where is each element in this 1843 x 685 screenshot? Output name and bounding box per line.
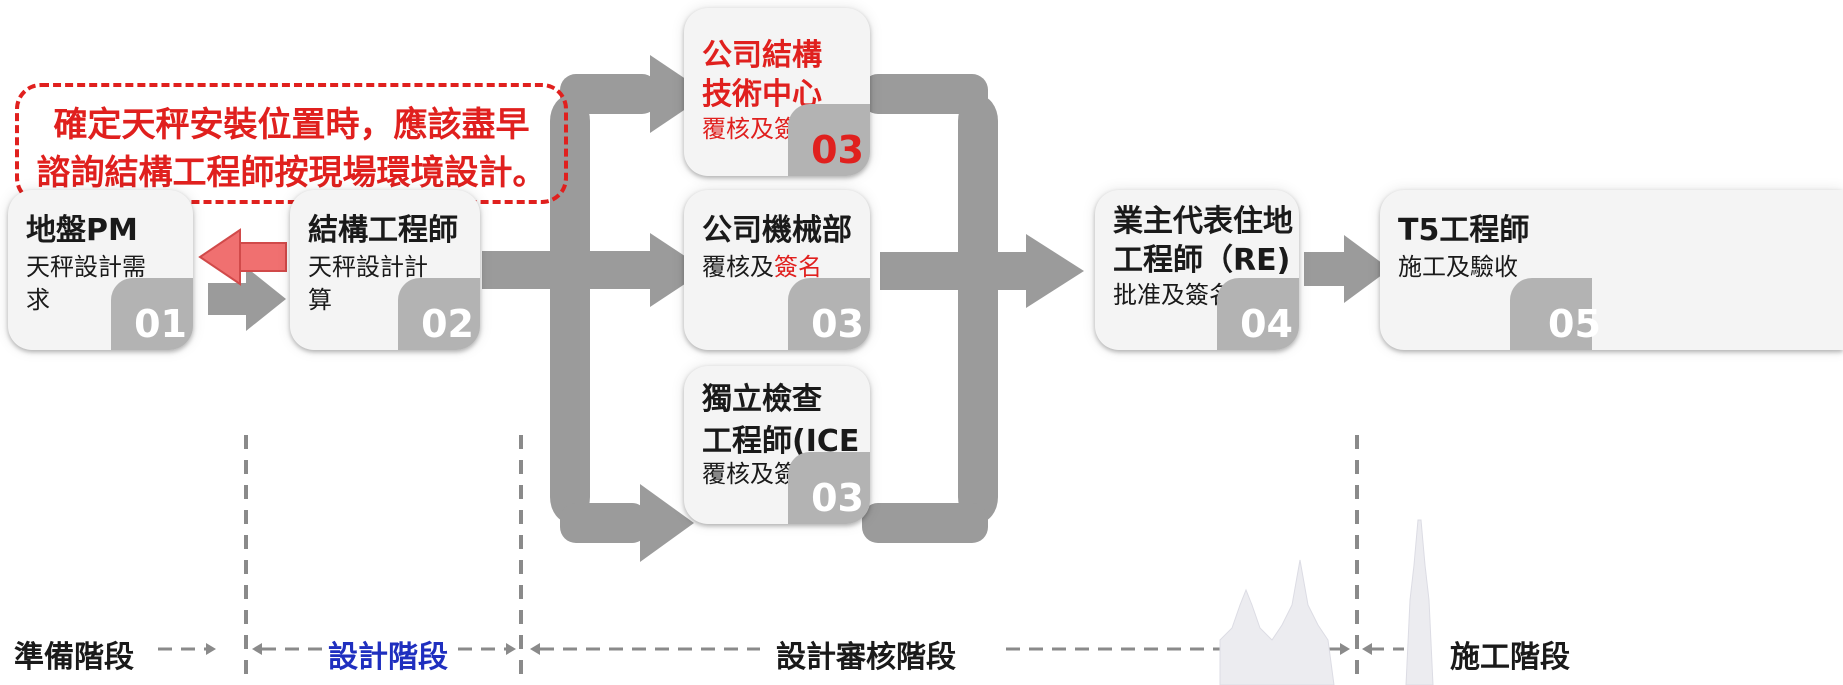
step-number-tab: [398, 278, 480, 350]
step-subtitle-line-1: 天秤設計計: [308, 253, 428, 281]
step-card-site-pm: 地盤PM 天秤設計需 求 01: [8, 190, 193, 350]
arrow-03-to-04-arrowhead: [1026, 234, 1084, 308]
merge-top-shaft: [862, 74, 988, 114]
step-title: 地盤PM: [26, 213, 138, 248]
step-subtitle-part-2: 簽名: [774, 253, 822, 281]
step-subtitle-part-1: 覆核及: [702, 253, 774, 281]
review-left-arrowhead: [530, 643, 540, 655]
advice-note-line-1: 確定天秤安裝位置時，應該盡早: [53, 105, 530, 145]
step-title-line-1: 公司結構: [702, 38, 822, 73]
step-number: 04: [1240, 302, 1293, 346]
design-right-arrowhead: [506, 643, 516, 655]
step-subtitle: 覆核及簽名: [702, 251, 822, 284]
step-number-tab: [1217, 278, 1299, 350]
arrow-02-to-03-shaft: [482, 251, 654, 289]
step-number: 05: [1548, 302, 1601, 346]
tower-illustration: [1405, 519, 1434, 685]
return-arrow-arrowhead: [198, 228, 241, 286]
branch-bottom-shaft: [560, 503, 648, 543]
phase-label-design: 設計階段: [328, 640, 448, 675]
phase-label-construction: 施工階段: [1450, 640, 1570, 675]
branch-top-shaft: [560, 74, 658, 114]
arrow-04-to-05-arrowhead: [1344, 235, 1390, 303]
arrow-01-to-02-arrowhead: [246, 267, 286, 331]
step-number-tab: [788, 452, 870, 524]
step-number: 03: [811, 476, 864, 520]
step-title-line-1: 獨立檢查: [702, 382, 822, 417]
step-card-t5-engineer: T5工程師 施工及驗收 05: [1380, 190, 1843, 350]
arrow-01-to-02-shaft: [208, 283, 250, 315]
step-number: 03: [811, 302, 864, 346]
step-card-technical-center: 公司結構 技術中心 覆核及簽名 03: [684, 8, 870, 176]
step-number-tab: [788, 104, 870, 176]
step-number: 03: [811, 128, 864, 172]
return-arrow-shaft: [237, 242, 287, 272]
step-subtitle-line-1: 天秤設計需: [26, 253, 146, 281]
advice-note: 確定天秤安裝位置時，應該盡早 諮詢結構工程師按現場環境設計。: [15, 83, 568, 204]
phase-label-design-review: 設計審核階段: [776, 640, 956, 675]
branch-top-arrowhead: [650, 55, 708, 133]
prep-arrowhead: [206, 643, 216, 655]
step-card-mechanical-dept: 公司機械部 覆核及簽名 03: [684, 190, 870, 350]
merge-trunk: [958, 95, 998, 523]
step-card-resident-engineer: 業主代表住地 工程師（RE) 批准及簽名 04: [1095, 190, 1299, 350]
skyline-illustration: [1219, 559, 1335, 685]
merge-bottom-shaft: [862, 503, 988, 543]
step-number-tab: [788, 278, 870, 350]
step-card-ice: 獨立檢查 工程師(ICE ) 覆核及簽名 03: [684, 366, 870, 524]
step-title-line-1: 業主代表住地: [1113, 204, 1293, 239]
step-subtitle-line-2: 求: [26, 286, 50, 314]
arrow-04-to-05-shaft: [1304, 252, 1348, 286]
branch-bottom-arrowhead: [640, 484, 694, 562]
step-subtitle: 批准及簽名: [1113, 281, 1233, 309]
construction-left-arrowhead: [1362, 643, 1372, 655]
step-number: 02: [421, 302, 474, 346]
step-title: T5工程師: [1398, 213, 1530, 248]
step-number: 01: [134, 302, 187, 346]
step-title: 結構工程師: [308, 213, 458, 248]
review-right-arrowhead: [1340, 643, 1350, 655]
step-number-tab: [111, 278, 193, 350]
branch-trunk: [550, 95, 590, 523]
step-subtitle: 施工及驗收: [1398, 253, 1518, 281]
step-title-line-2: 工程師（RE): [1113, 243, 1291, 278]
phase-label-preparation: 準備階段: [14, 640, 134, 675]
design-left-arrowhead: [252, 643, 262, 655]
step-number-tab: [1510, 278, 1592, 350]
step-subtitle-line-2: 算: [308, 286, 332, 314]
arrow-02-to-03-arrowhead: [650, 233, 706, 307]
advice-note-line-2: 諮詢結構工程師按現場環境設計。: [36, 153, 547, 193]
step-card-structural-engineer: 結構工程師 天秤設計計 算 02: [290, 190, 480, 350]
arrow-03-to-04-shaft: [880, 252, 1030, 290]
step-title: 公司機械部: [702, 213, 852, 248]
